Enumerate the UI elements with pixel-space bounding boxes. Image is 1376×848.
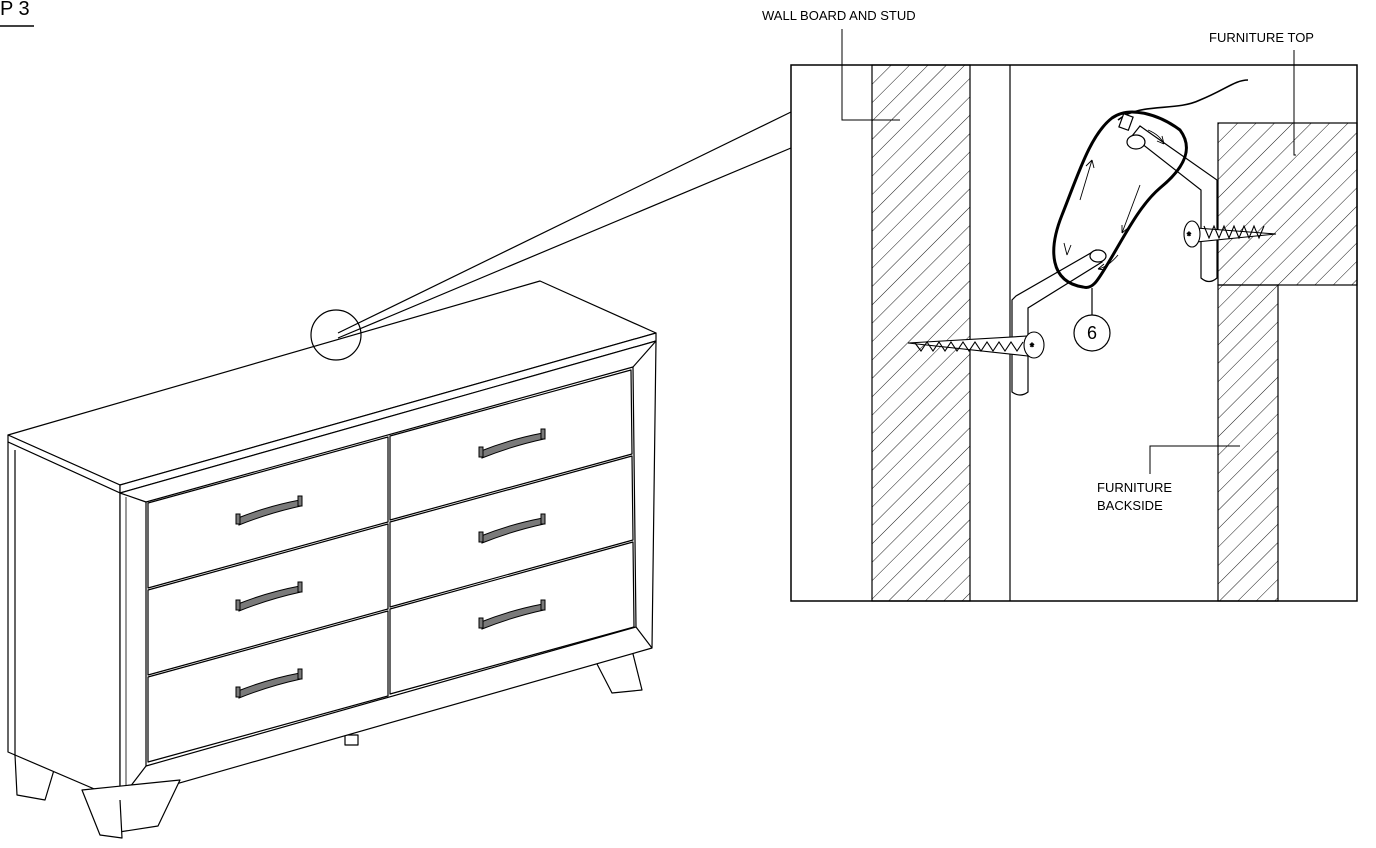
strap-tail bbox=[1117, 79, 1249, 121]
zoom-leader-lower bbox=[337, 147, 792, 339]
zoom-indicator bbox=[310, 111, 792, 361]
handle-right-middle bbox=[478, 513, 546, 544]
part-callout-number: 6 bbox=[1087, 323, 1097, 343]
front-leg-left-side bbox=[99, 799, 123, 839]
strap-arrow-3 bbox=[1121, 184, 1141, 234]
strap-arrow-2 bbox=[1079, 159, 1095, 201]
svg-text:*: * bbox=[1187, 231, 1191, 242]
part-callout: 6 bbox=[1073, 288, 1111, 352]
label-wall-board-and-stud: WALL BOARD AND STUD bbox=[762, 8, 916, 23]
drawer-handles bbox=[235, 428, 546, 699]
strap-buckle bbox=[1118, 112, 1134, 132]
label-furniture-backside-line2: BACKSIDE bbox=[1097, 498, 1163, 513]
handle-right-top bbox=[478, 428, 546, 459]
safety-strap bbox=[1052, 79, 1249, 290]
strap-arrow-1 bbox=[1063, 242, 1072, 256]
leader-furniture-top bbox=[1293, 50, 1296, 156]
strap-arrow-5 bbox=[1097, 254, 1119, 271]
wall-screw: * bbox=[907, 331, 1045, 359]
detail-labels: WALL BOARD AND STUD FURNITURE TOP FURNIT… bbox=[762, 8, 1314, 516]
leader-wall-board bbox=[841, 29, 900, 121]
leader-furniture-backside bbox=[1149, 445, 1240, 474]
furniture-bracket bbox=[1126, 125, 1218, 283]
furniture-backside-section bbox=[1217, 284, 1279, 602]
handle-left-top bbox=[235, 495, 303, 526]
handle-right-bottom bbox=[478, 599, 546, 630]
strap-arrow-4 bbox=[1147, 129, 1165, 145]
back-foot-center bbox=[344, 734, 359, 746]
svg-text:*: * bbox=[1030, 342, 1034, 353]
furniture-screw: * bbox=[1183, 220, 1277, 248]
dresser-side-panel bbox=[7, 441, 121, 801]
zoom-circle bbox=[310, 309, 362, 361]
front-leg-left bbox=[81, 779, 181, 836]
step-number-text: P 3 bbox=[0, 0, 30, 20]
handle-left-bottom bbox=[235, 668, 303, 699]
furniture-top-section bbox=[1217, 122, 1358, 286]
dresser bbox=[7, 280, 657, 839]
step-number: P 3 bbox=[0, 0, 34, 27]
label-backside-bg bbox=[1092, 476, 1212, 516]
handle-left-middle bbox=[235, 581, 303, 612]
part-callout-circle bbox=[1073, 314, 1111, 352]
zoom-leader-upper bbox=[337, 111, 792, 334]
strap-loop bbox=[1052, 110, 1188, 290]
wall-bracket bbox=[1011, 249, 1107, 396]
label-furniture-top: FURNITURE TOP bbox=[1209, 30, 1314, 45]
detail-view: * * 6 bbox=[790, 64, 1358, 602]
label-furniture-backside-line1: FURNITURE bbox=[1097, 480, 1172, 495]
wall-board bbox=[871, 64, 971, 602]
